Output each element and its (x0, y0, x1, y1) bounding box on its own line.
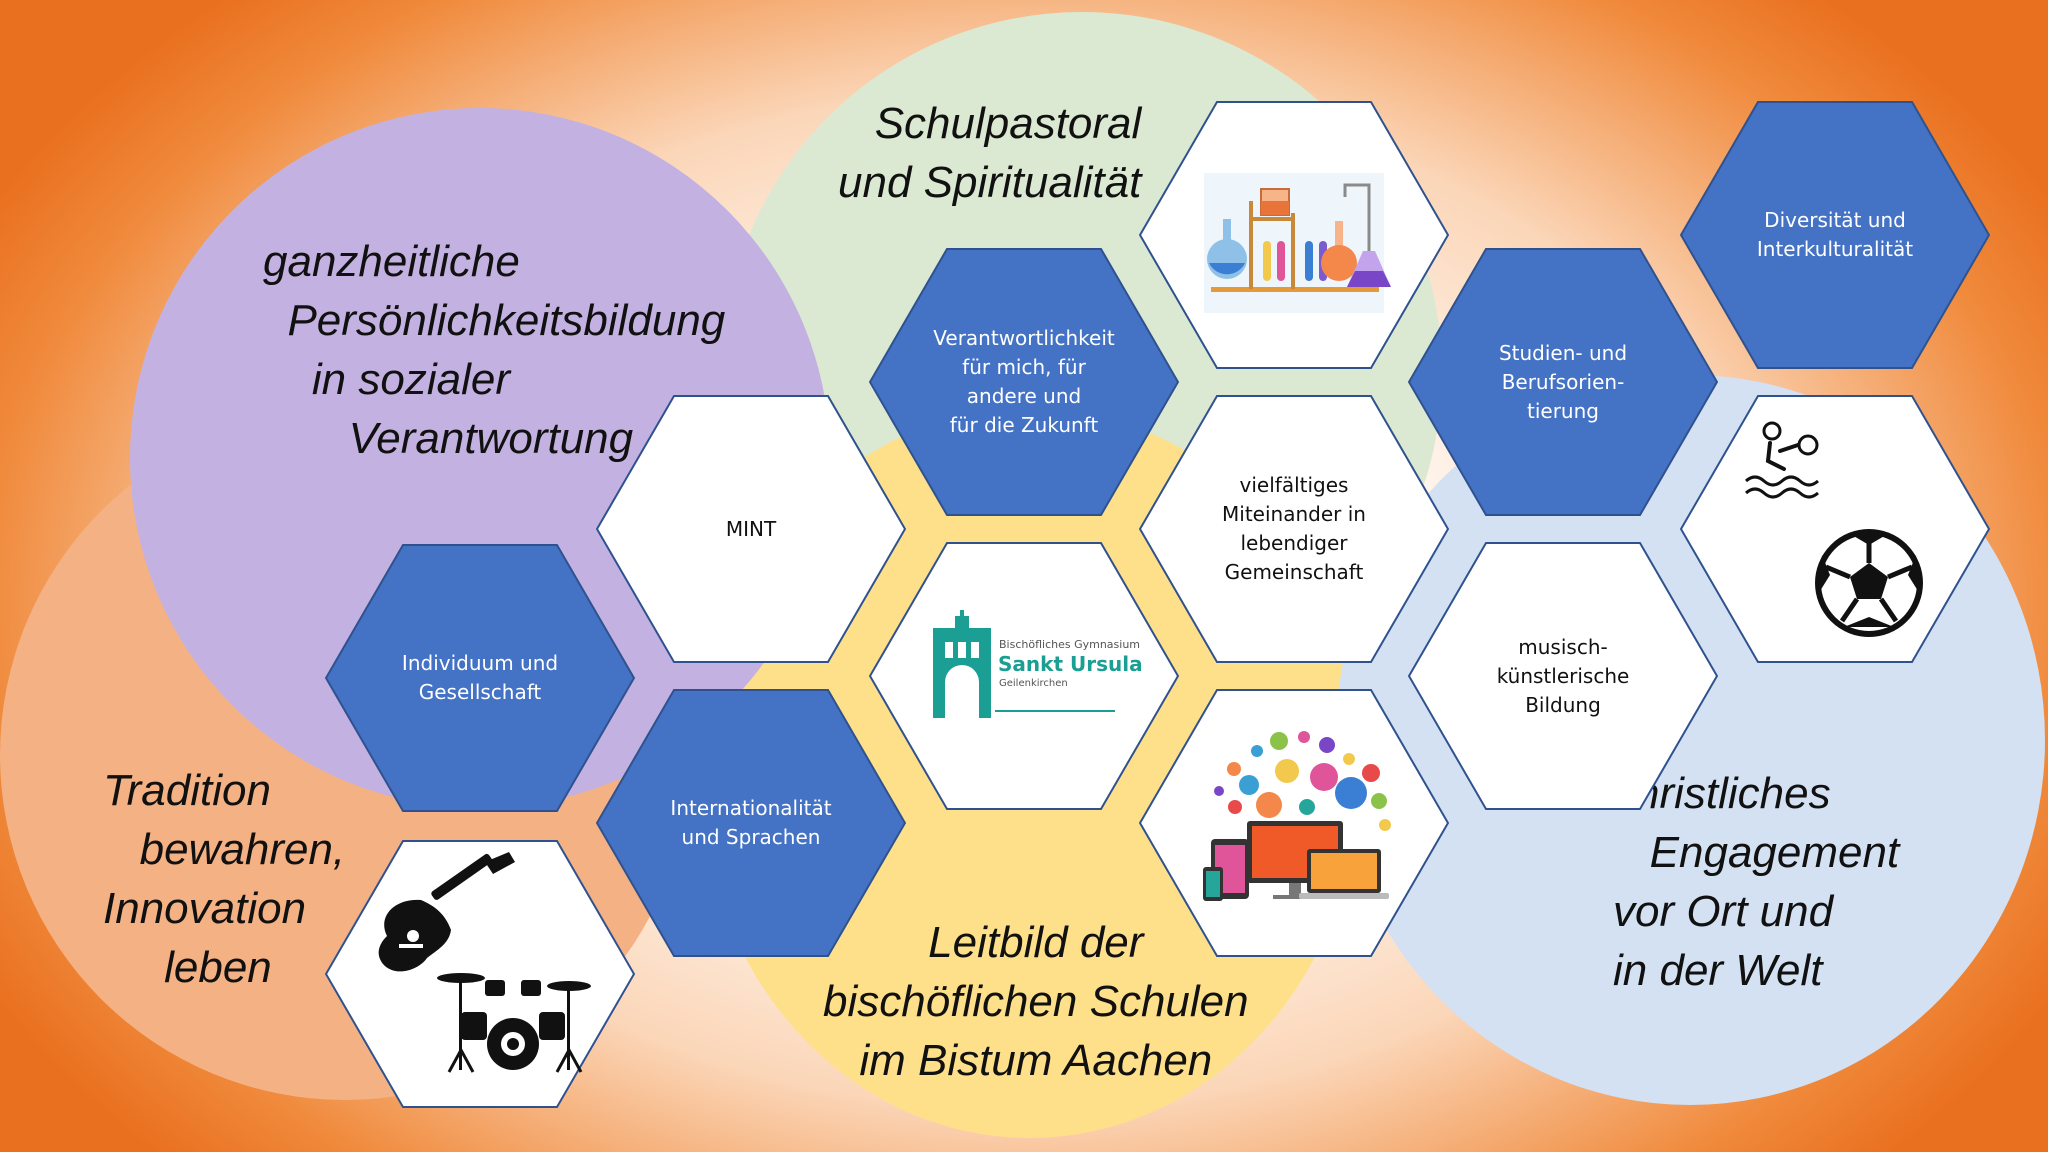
logo-text-line1: Bischöfliches Gymnasium (999, 638, 1141, 651)
hex-music[interactable] (325, 840, 635, 1108)
hex-diversitaet[interactable]: Diversität und Interkulturalität (1680, 101, 1990, 369)
circle-label-persoenlichkeit: ganzheitliche Persönlichkeitsbildung in … (263, 237, 726, 463)
hex-label: vielfältiges Miteinander in lebendiger G… (1222, 473, 1366, 584)
hex-internationalitaet[interactable]: Internationalität und Sprachen (596, 689, 906, 957)
hex-verantwortlichkeit[interactable]: Verantwortlichkeit für mich, für andere … (869, 248, 1179, 516)
digital-devices-icon (1203, 731, 1391, 901)
hex-label: Studien- und Berufsorien- tierung (1498, 340, 1628, 423)
water-polo-soccer-icon (1745, 421, 1923, 637)
hex-logo[interactable]: Bischöfliches Gymnasium Sankt Ursula Gei… (869, 542, 1179, 810)
hex-individuum[interactable]: Individuum und Gesellschaft (325, 544, 635, 812)
hex-lab[interactable] (1139, 101, 1449, 369)
school-gate-logo-icon (933, 610, 1115, 718)
hex-sports[interactable] (1680, 395, 1990, 663)
hex-label: musisch- künstlerische Bildung (1496, 634, 1630, 717)
circle-label-tradition: Tradition bewahren, Innovation leben (103, 766, 346, 992)
hex-label: Individuum und Gesellschaft (401, 651, 559, 704)
hex-studien[interactable]: Studien- und Berufsorien- tierung (1408, 248, 1718, 516)
hex-mint[interactable]: MINT (596, 395, 906, 663)
hex-label: Diversität und Interkulturalität (1756, 208, 1914, 261)
circle-label-engagement: christliches Engagement vor Ort und in d… (1613, 769, 1900, 995)
circle-label-spiritualitaet: Schulpastoral und Spiritualität (838, 99, 1142, 207)
hex-musisch[interactable]: musisch- künstlerische Bildung (1408, 542, 1718, 810)
hex-label: Internationalität und Sprachen (670, 796, 832, 849)
hex-label: Verantwortlichkeit für mich, für andere … (933, 326, 1115, 437)
laboratory-flasks-icon (1204, 173, 1391, 313)
logo-text-line3: Geilenkirchen (999, 678, 1068, 689)
hex-label: MINT (725, 516, 777, 541)
hex-miteinander[interactable]: vielfältiges Miteinander in lebendiger G… (1139, 395, 1449, 663)
hex-devices[interactable] (1139, 689, 1449, 957)
guitar-drums-icon (378, 852, 591, 1073)
logo-text-line2: Sankt Ursula (998, 652, 1143, 676)
circle-label-leitbild: Leitbild der bischöflichen Schulen im Bi… (823, 918, 1249, 1085)
